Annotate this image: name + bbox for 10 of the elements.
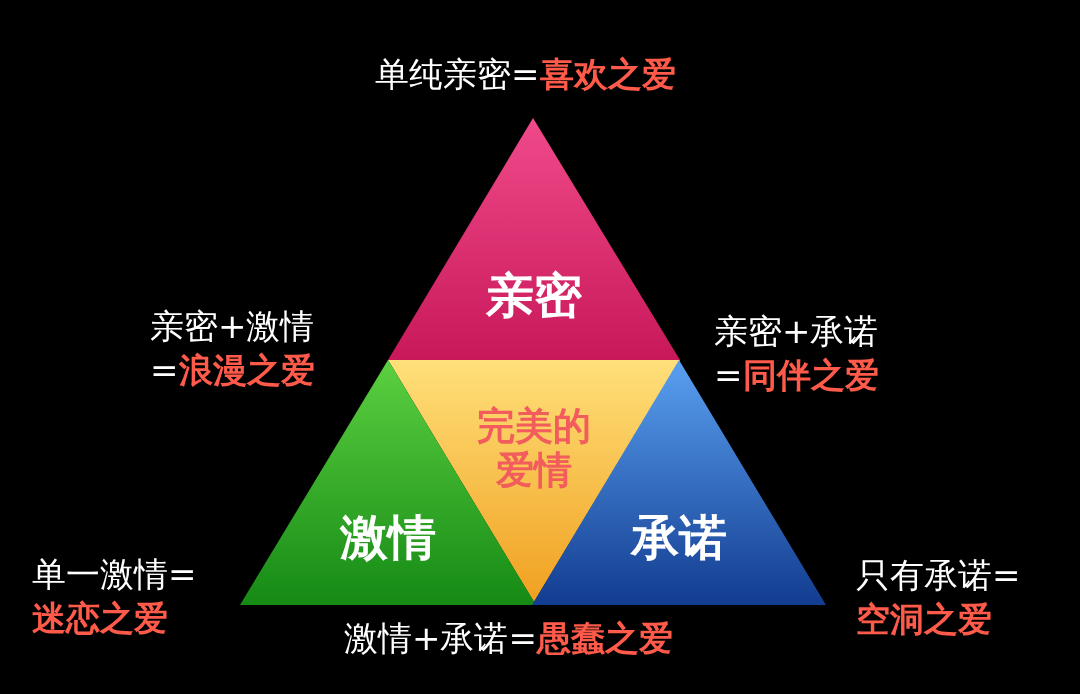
triangle-label: 承诺: [629, 510, 728, 566]
triangle-label: 完美的爱情: [476, 405, 592, 493]
callout-label: 只有承诺=空洞之爱: [856, 554, 1022, 642]
callout-label: 激情+承诺=愚蠢之爱: [344, 617, 674, 660]
triangle-label: 亲密: [485, 268, 583, 324]
callout-label: 亲密+承诺=同伴之爱: [714, 310, 880, 398]
triangle-label: 激情: [338, 510, 437, 566]
callout-label: 单一激情=迷恋之爱: [32, 553, 198, 641]
callout-label: 亲密+激情=浪漫之爱: [150, 305, 316, 393]
callout-label: 单纯亲密=喜欢之爱: [375, 53, 677, 96]
